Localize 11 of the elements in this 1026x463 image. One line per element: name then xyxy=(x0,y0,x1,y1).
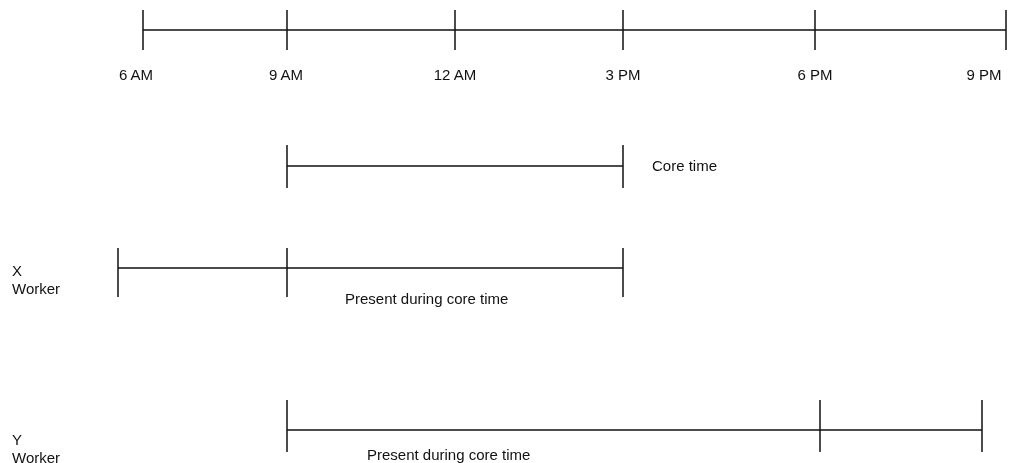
worker-label: Y Worker xyxy=(12,431,62,463)
span-label: Present during core time xyxy=(367,446,531,463)
time-tick-label: 6 PM xyxy=(797,66,833,84)
span-label: Core time xyxy=(652,157,718,175)
worker-label: X Worker xyxy=(12,262,62,298)
time-tick-label: 3 PM xyxy=(605,66,641,84)
time-tick-label: 12 AM xyxy=(433,66,477,84)
time-tick-label: 9 PM xyxy=(966,66,1002,84)
span-label: Present during core time xyxy=(345,290,509,308)
time-tick-label: 6 AM xyxy=(118,66,154,84)
time-tick-label: 9 AM xyxy=(268,66,304,84)
